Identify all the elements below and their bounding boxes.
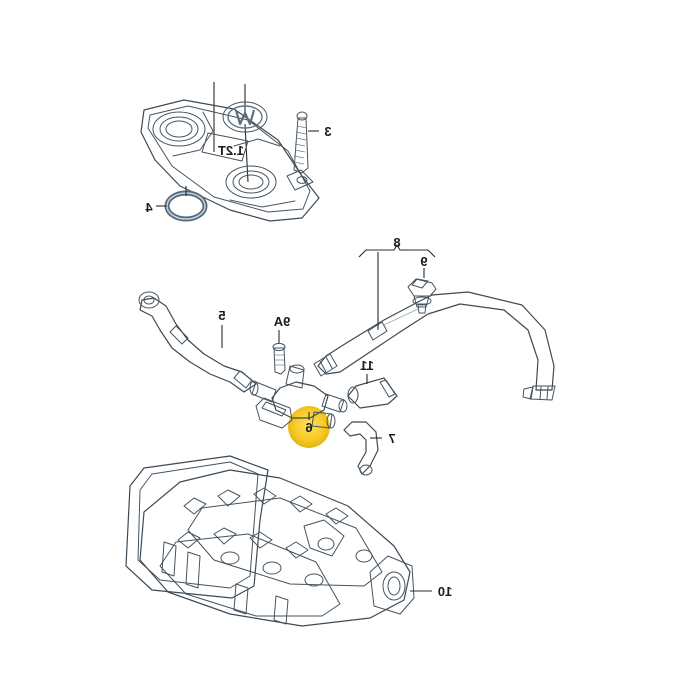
leader-clip-to-hose xyxy=(383,308,419,326)
callout-8: 8 xyxy=(393,235,400,250)
brand-badge xyxy=(222,101,268,133)
cover-bolt-eye-left xyxy=(286,169,314,191)
callout-11: 11 xyxy=(360,358,374,373)
camshaft-tube-2 xyxy=(159,533,341,617)
breather-hose-group xyxy=(138,243,556,476)
pipe-band-upper xyxy=(169,325,189,345)
breather-hose-main xyxy=(317,291,555,391)
vent-hose-short xyxy=(347,377,398,409)
cover-opening-right-bore xyxy=(165,120,193,138)
clip-bolt xyxy=(272,342,286,375)
valve-right-port xyxy=(249,380,259,396)
pipe-end-connector xyxy=(138,291,160,309)
bolt-bosses xyxy=(161,541,289,625)
engine-cover-top-face xyxy=(147,105,311,213)
pipe-band-lower xyxy=(233,370,253,389)
elbow-hose xyxy=(343,421,379,476)
callout-10: 10 xyxy=(438,584,452,599)
cover-opening-centre-inner xyxy=(232,170,270,194)
cover-rib-lower xyxy=(229,199,296,208)
valve-upper-port xyxy=(289,364,305,374)
callout-3: 3 xyxy=(324,124,331,139)
cover-rib-upper xyxy=(172,111,214,157)
callout-5: 5 xyxy=(218,308,225,323)
callout-9a: 9A xyxy=(273,314,290,329)
bearing-caps-row-2 xyxy=(177,527,309,559)
engine-cover-body xyxy=(140,99,320,222)
connecting-pipe xyxy=(139,297,257,393)
cover-opening-right-inner xyxy=(159,116,199,142)
callout-9: 9 xyxy=(420,254,427,269)
vent-hose-short-mouth xyxy=(347,386,359,404)
valve-lower-port xyxy=(326,413,336,429)
cover-opening-centre xyxy=(225,165,277,199)
hose-end-fitting-right xyxy=(313,353,338,377)
hose-band-mid xyxy=(367,321,388,341)
head-cover-rear-face xyxy=(137,461,259,589)
cover-model-text: 1.2T xyxy=(218,143,244,158)
hose-end-fitting-left xyxy=(522,385,556,401)
cover-bolt-hole-left xyxy=(296,176,308,184)
cover-opening-right xyxy=(152,111,206,147)
callout-7: 7 xyxy=(388,431,395,446)
left-mounting-flange xyxy=(369,555,415,615)
cover-model-plate: 1.2T xyxy=(201,132,249,162)
callout-6: 6 xyxy=(305,420,312,435)
head-cover-rear-wall xyxy=(125,455,269,599)
vw-glyph-icon xyxy=(234,109,256,126)
callout-labels: 3 4 8 9 9A 5 11 6 7 10 xyxy=(145,124,453,599)
bearing-caps-row-1 xyxy=(183,487,349,525)
engine-cover-group: 1.2T xyxy=(140,82,320,222)
inlet-neck xyxy=(303,519,345,557)
pressure-valve xyxy=(249,364,348,448)
valve-left-port xyxy=(338,399,348,413)
bracket-8 xyxy=(358,243,436,258)
cover-opening-centre-bore xyxy=(238,174,264,190)
retaining-clip xyxy=(407,278,437,314)
camshaft-tube-1 xyxy=(187,497,383,587)
elbow-hose-mouth xyxy=(359,464,373,476)
cover-bolt xyxy=(293,111,309,174)
cylinder-head-cover-group xyxy=(125,455,415,627)
cover-rib-mid xyxy=(233,138,281,147)
o-ring-seal xyxy=(164,190,208,222)
highlight-marker xyxy=(288,406,330,448)
head-cover-body xyxy=(139,469,411,627)
leader-badge-2 xyxy=(244,123,249,183)
cam-lobes xyxy=(220,537,373,587)
callout-4: 4 xyxy=(145,200,153,215)
